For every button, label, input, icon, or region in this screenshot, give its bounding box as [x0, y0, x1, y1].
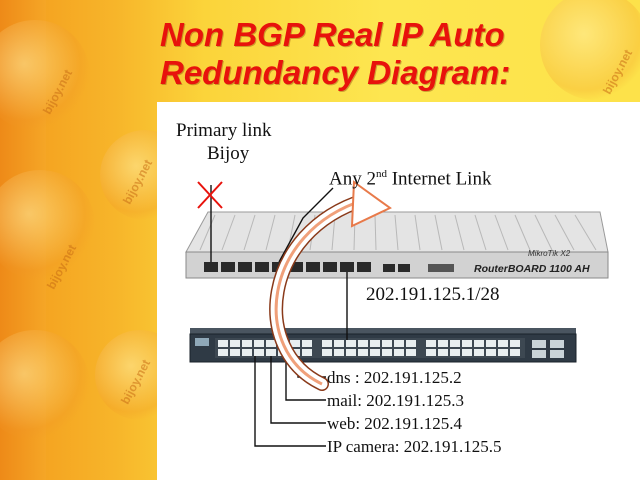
link-down-cross-icon [197, 181, 223, 209]
primary-link-provider: Bijoy [207, 143, 250, 164]
network-switch [189, 328, 577, 363]
host-web-label: web: 202.191.125.4 [327, 414, 463, 433]
cable-to-mail [285, 356, 326, 401]
globe-decoration [0, 170, 95, 280]
second-link-ordinal: nd [375, 168, 387, 180]
cable-to-ip-camera [254, 356, 326, 447]
diagram-panel [157, 102, 640, 480]
router-ip-label: 202.191.125.1/28 [366, 284, 500, 305]
second-link-cable [278, 187, 334, 263]
title-line-1: Non BGP Real IP Auto [160, 16, 505, 53]
router-model: RouterBOARD 1100 AH [474, 263, 590, 275]
second-link-label: Any 2nd Internet Link [329, 168, 491, 190]
primary-link-label: Primary link [176, 120, 272, 141]
cable-lines [210, 185, 348, 447]
host-dns-label: dns : 202.191.125.2 [327, 368, 462, 387]
globe-decoration [0, 20, 90, 130]
failover-arrow-icon [269, 180, 392, 391]
router-device [185, 211, 609, 279]
host-ip-camera-label: IP camera: 202.191.125.5 [327, 437, 502, 456]
second-link-prefix: Any 2 [329, 168, 376, 190]
slide-title: Non BGP Real IP Auto Redundancy Diagram: [160, 16, 630, 92]
second-link-suffix: Internet Link [386, 168, 492, 190]
host-mail-label: mail: 202.191.125.3 [327, 391, 464, 410]
globe-decoration [0, 330, 90, 440]
globe-decoration [540, 0, 640, 100]
title-line-2: Redundancy Diagram: [160, 54, 511, 91]
router-brand: MikroTik X2 [528, 249, 571, 258]
cable-to-web [270, 356, 326, 424]
